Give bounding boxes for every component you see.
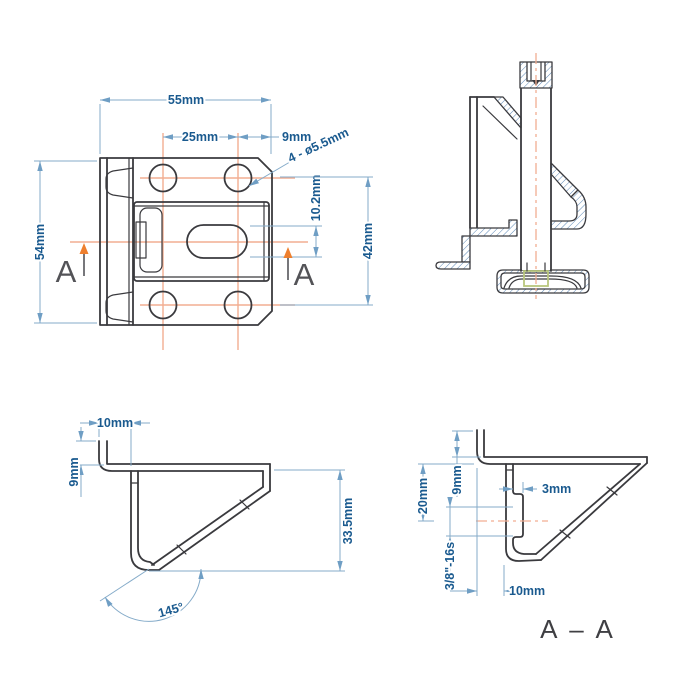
bend-mark [606,486,618,496]
side-section-view [435,53,590,299]
front-view: 55mm 25mm 9mm 4 - ø5.5mm 10.2mm 42mm 54m… [31,91,377,350]
dim-depth-label: 10mm [509,584,545,598]
dim-slot-height-label: 10.2mm [309,175,323,222]
section-letter-right: A [294,257,315,292]
aa-inner-contour [483,429,648,458]
brace-outer [158,490,271,571]
dim-flange-height-label: 9mm [450,465,464,494]
shelf-drop-section [461,235,471,263]
recess-band [133,201,270,282]
thread-callout-label: 3/8"-16s [443,542,457,590]
section-arrow-head-right [283,247,293,258]
dim-angle-label: 145° [157,600,186,621]
flange-tab-top [105,167,134,199]
foot-pad-rim [496,269,590,294]
dim-edge-offset-label: 9mm [282,130,311,144]
aa-outer-contour [476,429,641,465]
hole-bottom-left [148,290,178,320]
shelf-foot-section [435,261,471,270]
hook-right-section [550,189,587,230]
section-letter-left: A [56,254,77,289]
left-pocket-rect [135,221,147,259]
section-view-title: A – A [540,614,616,644]
aa-wall-inner-rib [512,463,537,555]
plate-outline [99,157,273,326]
wall-outer [130,470,160,571]
profile-outer-contour [98,440,264,472]
hole-callout-leader [248,158,296,187]
dim-height-label: 54mm [33,224,47,260]
profile-inner-contour [106,440,271,465]
dim-width-label: 55mm [168,93,204,107]
angle-arc [104,568,204,622]
left-pocket [139,207,163,273]
gusset-far-edge [482,105,518,140]
section-arrow-head-left [79,243,89,254]
aa-wall-outer [505,463,542,562]
wall-inner [137,470,155,566]
hole-bottom-right [223,290,253,320]
brace-inner [151,486,264,566]
bend-mark [559,529,571,539]
dim-hole-spacing-label: 25mm [182,130,218,144]
gusset-left-section [493,96,522,129]
dim-profile-height-label: 33.5mm [341,498,355,545]
profile-view: 10mm 9mm 33.5mm 145° [65,414,357,622]
aa-brace-inner [535,463,641,555]
gusset-right-section [550,162,579,198]
hole-top-right [223,163,253,193]
dim-center-offset-label: 20mm [416,478,430,514]
profile-right-end [262,463,271,492]
bend-mark [239,499,250,510]
flange-tab-bottom [105,291,134,323]
center-slot [186,224,248,259]
hole-top-left [148,163,178,193]
screw-end-highlight [523,270,549,287]
dim-tab-width-label: 10mm [97,416,133,430]
dim-hole-vspacing-label: 42mm [361,223,375,259]
section-aa-view: 9mm 20mm 3mm 3/8"-16s 10mm A – A [414,429,648,644]
dim-rib-label: 3mm [542,482,571,496]
angle-ray [99,568,150,602]
bend-mark [176,544,187,555]
aa-brace-outer [540,462,648,561]
dim-tab-height-label: 9mm [67,457,81,486]
